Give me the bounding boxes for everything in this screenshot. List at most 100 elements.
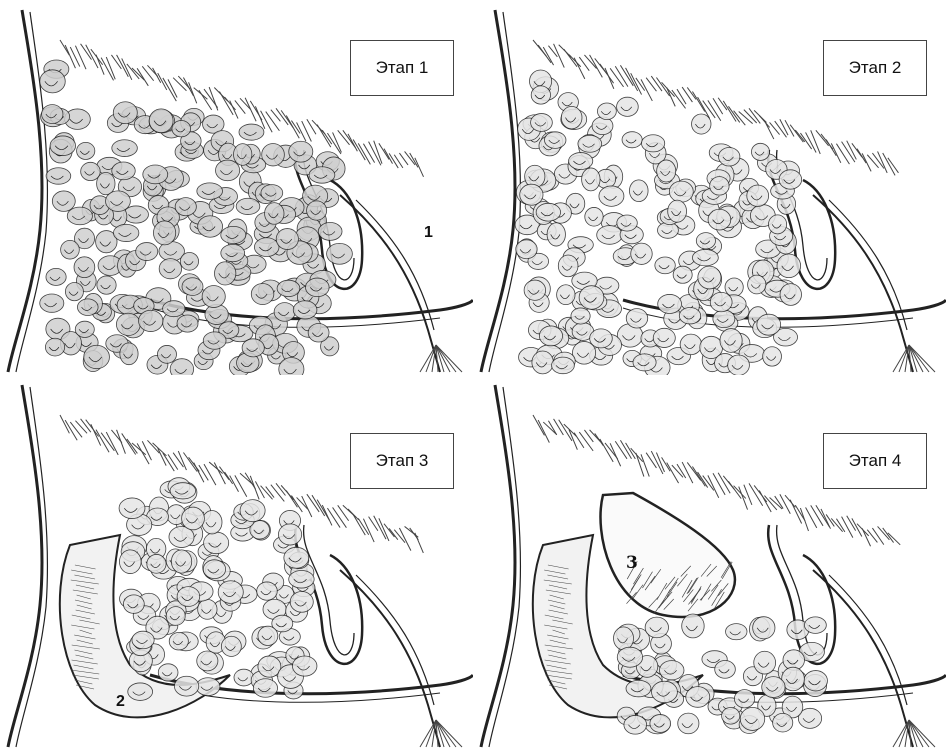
hair-stroke (250, 476, 259, 500)
gland-cell (531, 86, 550, 104)
gland-cell (692, 249, 718, 265)
gland-cell (652, 681, 678, 703)
hair-stroke (297, 122, 306, 141)
gland-cell (198, 216, 223, 237)
hair-stroke (307, 119, 316, 134)
gland-cell (626, 680, 651, 697)
gland-cell (613, 627, 633, 650)
gland-cell (197, 651, 218, 671)
gland-cell (650, 715, 671, 733)
gland-cell (120, 343, 138, 365)
gland-cell (692, 114, 711, 134)
hair-stroke (785, 495, 795, 507)
hair-stroke (600, 64, 614, 83)
hair-stroke (101, 58, 113, 81)
hair-stroke (595, 433, 604, 445)
gland-cell (622, 132, 642, 148)
gland-cell (251, 284, 274, 305)
gland-cell (629, 180, 648, 202)
hair-stroke (127, 64, 139, 79)
hair-stroke (266, 112, 280, 131)
hair-stroke (831, 143, 841, 162)
gland-cell (734, 690, 754, 708)
gland-cell (633, 354, 656, 371)
gland-cell (547, 223, 565, 246)
stage-label-box: Этап 3 (350, 433, 454, 489)
hair-stroke (806, 507, 817, 527)
hair-stroke (780, 119, 788, 135)
panel-stage-2: Этап 2 (473, 0, 946, 375)
panel-stage-3: Этап 3 2 (0, 375, 473, 750)
gland-cell (780, 284, 801, 306)
gland-cell (113, 102, 137, 124)
hair-stroke (883, 528, 894, 543)
gland-cell (204, 532, 229, 554)
hair-stroke (286, 490, 297, 507)
gland-cell (680, 334, 701, 355)
hair-stroke (153, 443, 167, 456)
gland-cell (751, 143, 769, 160)
hair-stroke (842, 517, 853, 538)
gland-cell (579, 286, 604, 310)
hair-stroke (579, 432, 593, 451)
hair-stroke (615, 441, 627, 459)
hair-stroke (117, 430, 126, 454)
gland-cell (597, 226, 623, 245)
gland-cell (710, 177, 729, 196)
panel-stage-4: Этап 4 3 (473, 375, 946, 750)
hair-stroke (533, 415, 544, 435)
gland-cell (221, 636, 241, 656)
hair-stroke (209, 87, 218, 110)
hair-stroke (348, 509, 359, 520)
gland-cell (265, 203, 284, 225)
gland-cell (773, 713, 793, 732)
gland-cell (725, 278, 743, 296)
gland-cell (163, 301, 185, 317)
gland-cell (531, 114, 553, 132)
gland-cell (631, 243, 652, 264)
gland-cell (159, 259, 181, 279)
gland-cell (561, 106, 582, 128)
gland-cell (77, 299, 98, 316)
gland-cell (169, 632, 188, 649)
hair-stroke (142, 441, 151, 460)
hair-stroke (867, 155, 878, 168)
gland-cell (258, 656, 281, 677)
gland-cell (239, 124, 264, 140)
gland-cell (617, 97, 639, 116)
gland-cell (585, 207, 603, 226)
hair-stroke (96, 55, 104, 75)
stage-label: Этап 3 (376, 451, 429, 471)
gland-cell (520, 184, 543, 205)
gland-cell (203, 332, 226, 349)
gland-cell (779, 170, 802, 189)
gland-cell (293, 301, 317, 319)
stage-label: Этап 1 (376, 58, 429, 78)
hair-stroke (147, 440, 159, 453)
gland-cell (216, 160, 240, 181)
gland-cell (569, 153, 593, 170)
hair-stroke (230, 476, 239, 492)
gland-cell (113, 224, 138, 241)
gland-cell (106, 191, 131, 212)
gland-cell (582, 168, 600, 191)
gland-cell (592, 117, 613, 135)
hair-stroke (548, 46, 557, 57)
hair-stroke (219, 467, 229, 480)
gland-cell (740, 707, 765, 730)
gland-cell (641, 135, 664, 152)
gland-cell (261, 185, 283, 201)
gland-cell (132, 631, 154, 649)
gland-cell (157, 345, 176, 363)
gland-cell (52, 191, 75, 211)
gland-cell (532, 351, 554, 374)
gland-cell (171, 550, 191, 573)
gland-cell (202, 285, 225, 307)
gland-cell (558, 255, 578, 277)
gland-cell (278, 524, 301, 545)
gland-cell (668, 200, 687, 222)
gland-cell (182, 278, 203, 296)
hair-stroke (379, 143, 389, 159)
hair-stroke (399, 528, 410, 551)
gland-cell (240, 500, 265, 522)
